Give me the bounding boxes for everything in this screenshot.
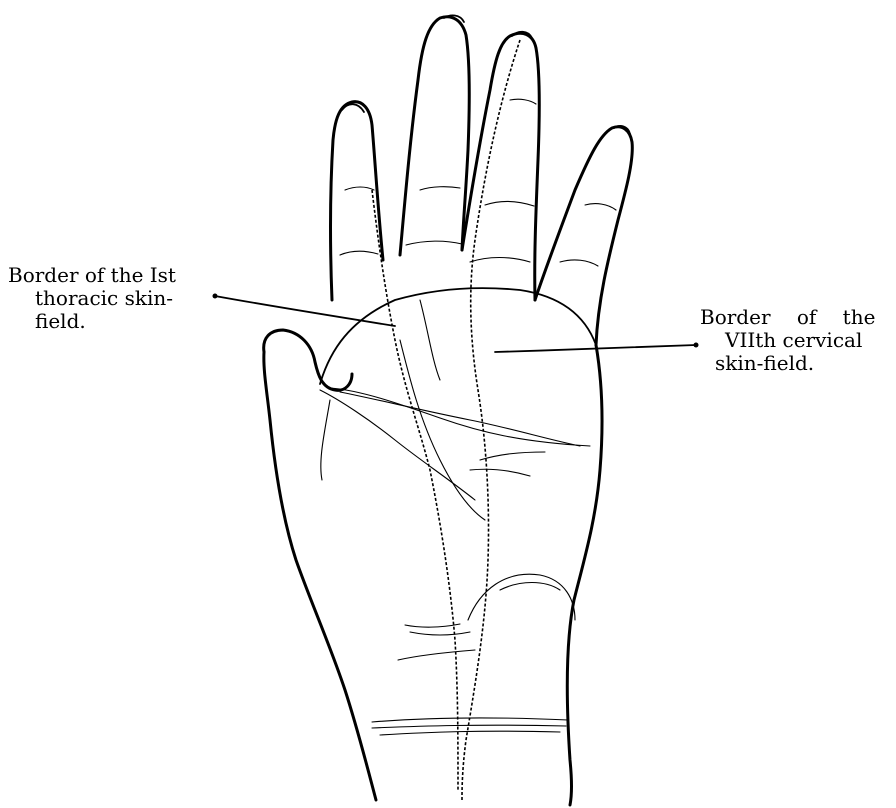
first-thoracic-label-line2: thoracic skin- [8,287,176,310]
index-finger [331,102,383,300]
little-crease-1 [585,204,616,210]
index-crease-1 [345,187,374,190]
middle-finger [400,17,469,255]
wrist-mound-2 [500,583,560,591]
left-leader-line [215,296,395,326]
palm-upper-edge [320,288,596,384]
first-thoracic-label-line1: Border of the Ist [8,264,176,287]
palm-fold-3 [470,469,530,476]
wrist-crease-2 [410,632,470,635]
palm-fold-1 [420,300,440,380]
heart-line [330,388,590,446]
thenar-curve [320,390,475,500]
middle-crease-1 [420,187,460,190]
first-thoracic-label-line3: field. [8,310,176,333]
middle-crease-2 [406,241,462,245]
ring-crease-3 [470,258,530,263]
wrist-band-2 [372,725,566,728]
wrist-band-3 [380,731,560,735]
leader-lines [213,294,699,353]
wrist-crease-3 [398,650,475,660]
life-line [400,340,485,520]
ring-finger [462,33,539,300]
wrist-crease-1 [405,624,460,627]
hypothenar-line [321,400,330,480]
ring-crease-2 [485,201,534,206]
palm-fold-2 [480,452,545,460]
first-thoracic-border-line [372,190,458,790]
little-crease-2 [560,260,598,266]
seventh-cervical-label-line2: VIIth cervical [700,329,875,352]
thumb [264,330,352,390]
first-thoracic-label: Border of the Ist thoracic skin- field. [8,264,176,333]
hand-right-edge [567,345,602,805]
hand-left-edge [264,352,376,800]
head-line [340,392,580,446]
ring-crease-1 [510,99,536,104]
wrist-mound-1 [468,574,575,620]
little-finger [535,127,632,345]
right-leader-dot [694,343,699,348]
index-crease-2 [340,251,378,255]
hand-outline [264,15,633,805]
seventh-cervical-label-line1: Border of the [700,306,875,329]
skin-creases [320,99,616,735]
seventh-cervical-label-line3: skin-field. [700,352,875,375]
seventh-cervical-label: Border of the VIIth cervical skin-field. [700,306,875,375]
